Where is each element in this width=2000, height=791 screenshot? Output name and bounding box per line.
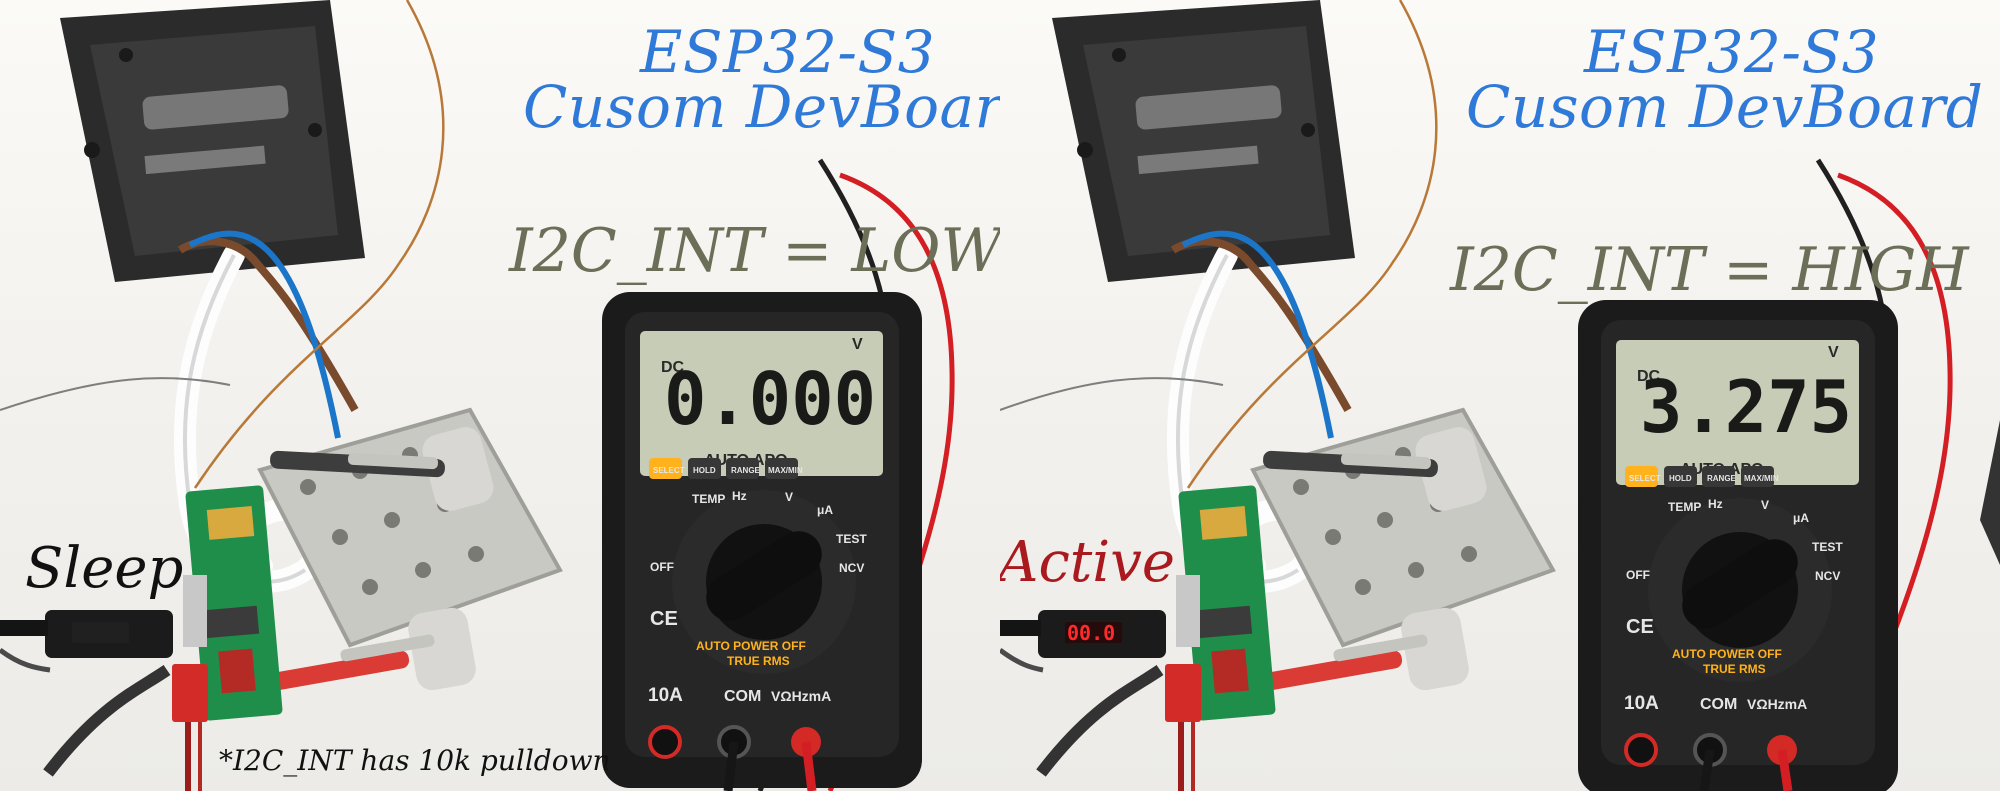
active-photo-scene: 00.0 DC V 3.275 AUTO APO SELECT HOLD: [1000, 0, 2000, 791]
wire-blue: [188, 230, 341, 439]
mode-label: Sleep: [25, 536, 184, 601]
wire-thin: [193, 0, 445, 489]
multimeter: DC V 3.275 AUTO APO SELECT HOLD RANGE MA…: [1578, 300, 1898, 791]
svg-text:TEMP: TEMP: [1668, 500, 1701, 514]
svg-text:VΩHzmA: VΩHzmA: [771, 688, 831, 704]
board-title-line-2: Cusom DevBoard: [1466, 73, 1984, 141]
svg-text:μA: μA: [1793, 511, 1809, 525]
svg-text:TRUE RMS: TRUE RMS: [1703, 662, 1766, 676]
mode-label: Active: [1000, 530, 1175, 595]
red-connector: [172, 664, 208, 791]
svg-text:AUTO POWER OFF: AUTO POWER OFF: [1672, 647, 1782, 661]
svg-text:MAX/MIN: MAX/MIN: [768, 466, 803, 475]
svg-text:MAX/MIN: MAX/MIN: [1744, 474, 1779, 483]
svg-text:TRUE RMS: TRUE RMS: [727, 654, 790, 668]
svg-text:μA: μA: [817, 503, 833, 517]
svg-text:10A: 10A: [1624, 693, 1659, 714]
usb-tester: [0, 610, 173, 777]
alligator-clips: [1243, 450, 1438, 694]
svg-text:DC: DC: [661, 359, 685, 376]
svg-text:Hz: Hz: [732, 489, 747, 503]
footnote: *I2C_INT has 10k pulldown: [219, 744, 611, 777]
svg-text:10A: 10A: [648, 685, 683, 706]
wire-thin: [1186, 0, 1438, 489]
svg-text:V: V: [852, 336, 863, 353]
svg-text:RANGE: RANGE: [731, 466, 761, 475]
svg-text:OFF: OFF: [650, 560, 674, 574]
svg-text:COM: COM: [1700, 696, 1737, 713]
svg-text:SELECT: SELECT: [653, 466, 685, 475]
svg-text:NCV: NCV: [1815, 569, 1840, 583]
svg-text:RANGE: RANGE: [1707, 474, 1737, 483]
svg-text:OFF: OFF: [1626, 568, 1650, 582]
board-title-line-1: ESP32-S3: [1584, 18, 1880, 86]
i2c-status: I2C_INT = HIGH: [1450, 235, 1969, 305]
svg-text:Hz: Hz: [1708, 497, 1723, 511]
i2c-status: I2C_INT = LOW: [509, 216, 1000, 286]
board-title-line-2: Cusom DevBoard: [523, 73, 1000, 141]
svg-text:VΩHzmA: VΩHzmA: [1747, 696, 1807, 712]
alligator-clips: [250, 450, 445, 694]
meter-reading: 0.000: [664, 357, 876, 441]
battery-holder: [1052, 0, 1355, 282]
battery-holder: [60, 0, 365, 282]
svg-text:HOLD: HOLD: [1669, 474, 1692, 483]
esp32-pcb: [183, 485, 283, 721]
sleep-photo-scene: DC V 0.000 AUTO APO SELECT HOLD RANGE MA…: [0, 0, 955, 791]
svg-text:TEST: TEST: [836, 532, 867, 546]
wire-blue: [1181, 230, 1334, 439]
svg-text:V: V: [1761, 498, 1769, 512]
board-title-line-1: ESP32-S3: [640, 18, 936, 86]
red-connector: [1165, 664, 1201, 791]
svg-text:NCV: NCV: [839, 561, 864, 575]
usb-meter-reading: 00.0: [1067, 621, 1115, 645]
svg-text:DC: DC: [1637, 368, 1661, 385]
usb-tester: 00.0: [1000, 610, 1166, 777]
svg-text:CE: CE: [650, 608, 678, 630]
esp32-pcb: [1176, 485, 1276, 721]
active-panel: 00.0 DC V 3.275 AUTO APO SELECT HOLD: [1000, 0, 2000, 791]
sleep-panel: DC V 0.000 AUTO APO SELECT HOLD RANGE MA…: [0, 0, 1000, 791]
svg-text:CE: CE: [1626, 616, 1654, 638]
meter-reading: 3.275: [1640, 365, 1852, 449]
svg-text:AUTO POWER OFF: AUTO POWER OFF: [696, 639, 806, 653]
svg-text:COM: COM: [724, 688, 761, 705]
svg-text:V: V: [785, 490, 793, 504]
svg-text:TEST: TEST: [1812, 540, 1843, 554]
svg-text:TEMP: TEMP: [692, 492, 725, 506]
multimeter: DC V 0.000 AUTO APO SELECT HOLD RANGE MA…: [602, 292, 922, 791]
svg-text:HOLD: HOLD: [693, 466, 716, 475]
battery-holder-edge: [1980, 420, 2000, 565]
svg-text:V: V: [1828, 344, 1839, 361]
svg-text:SELECT: SELECT: [1629, 474, 1661, 483]
